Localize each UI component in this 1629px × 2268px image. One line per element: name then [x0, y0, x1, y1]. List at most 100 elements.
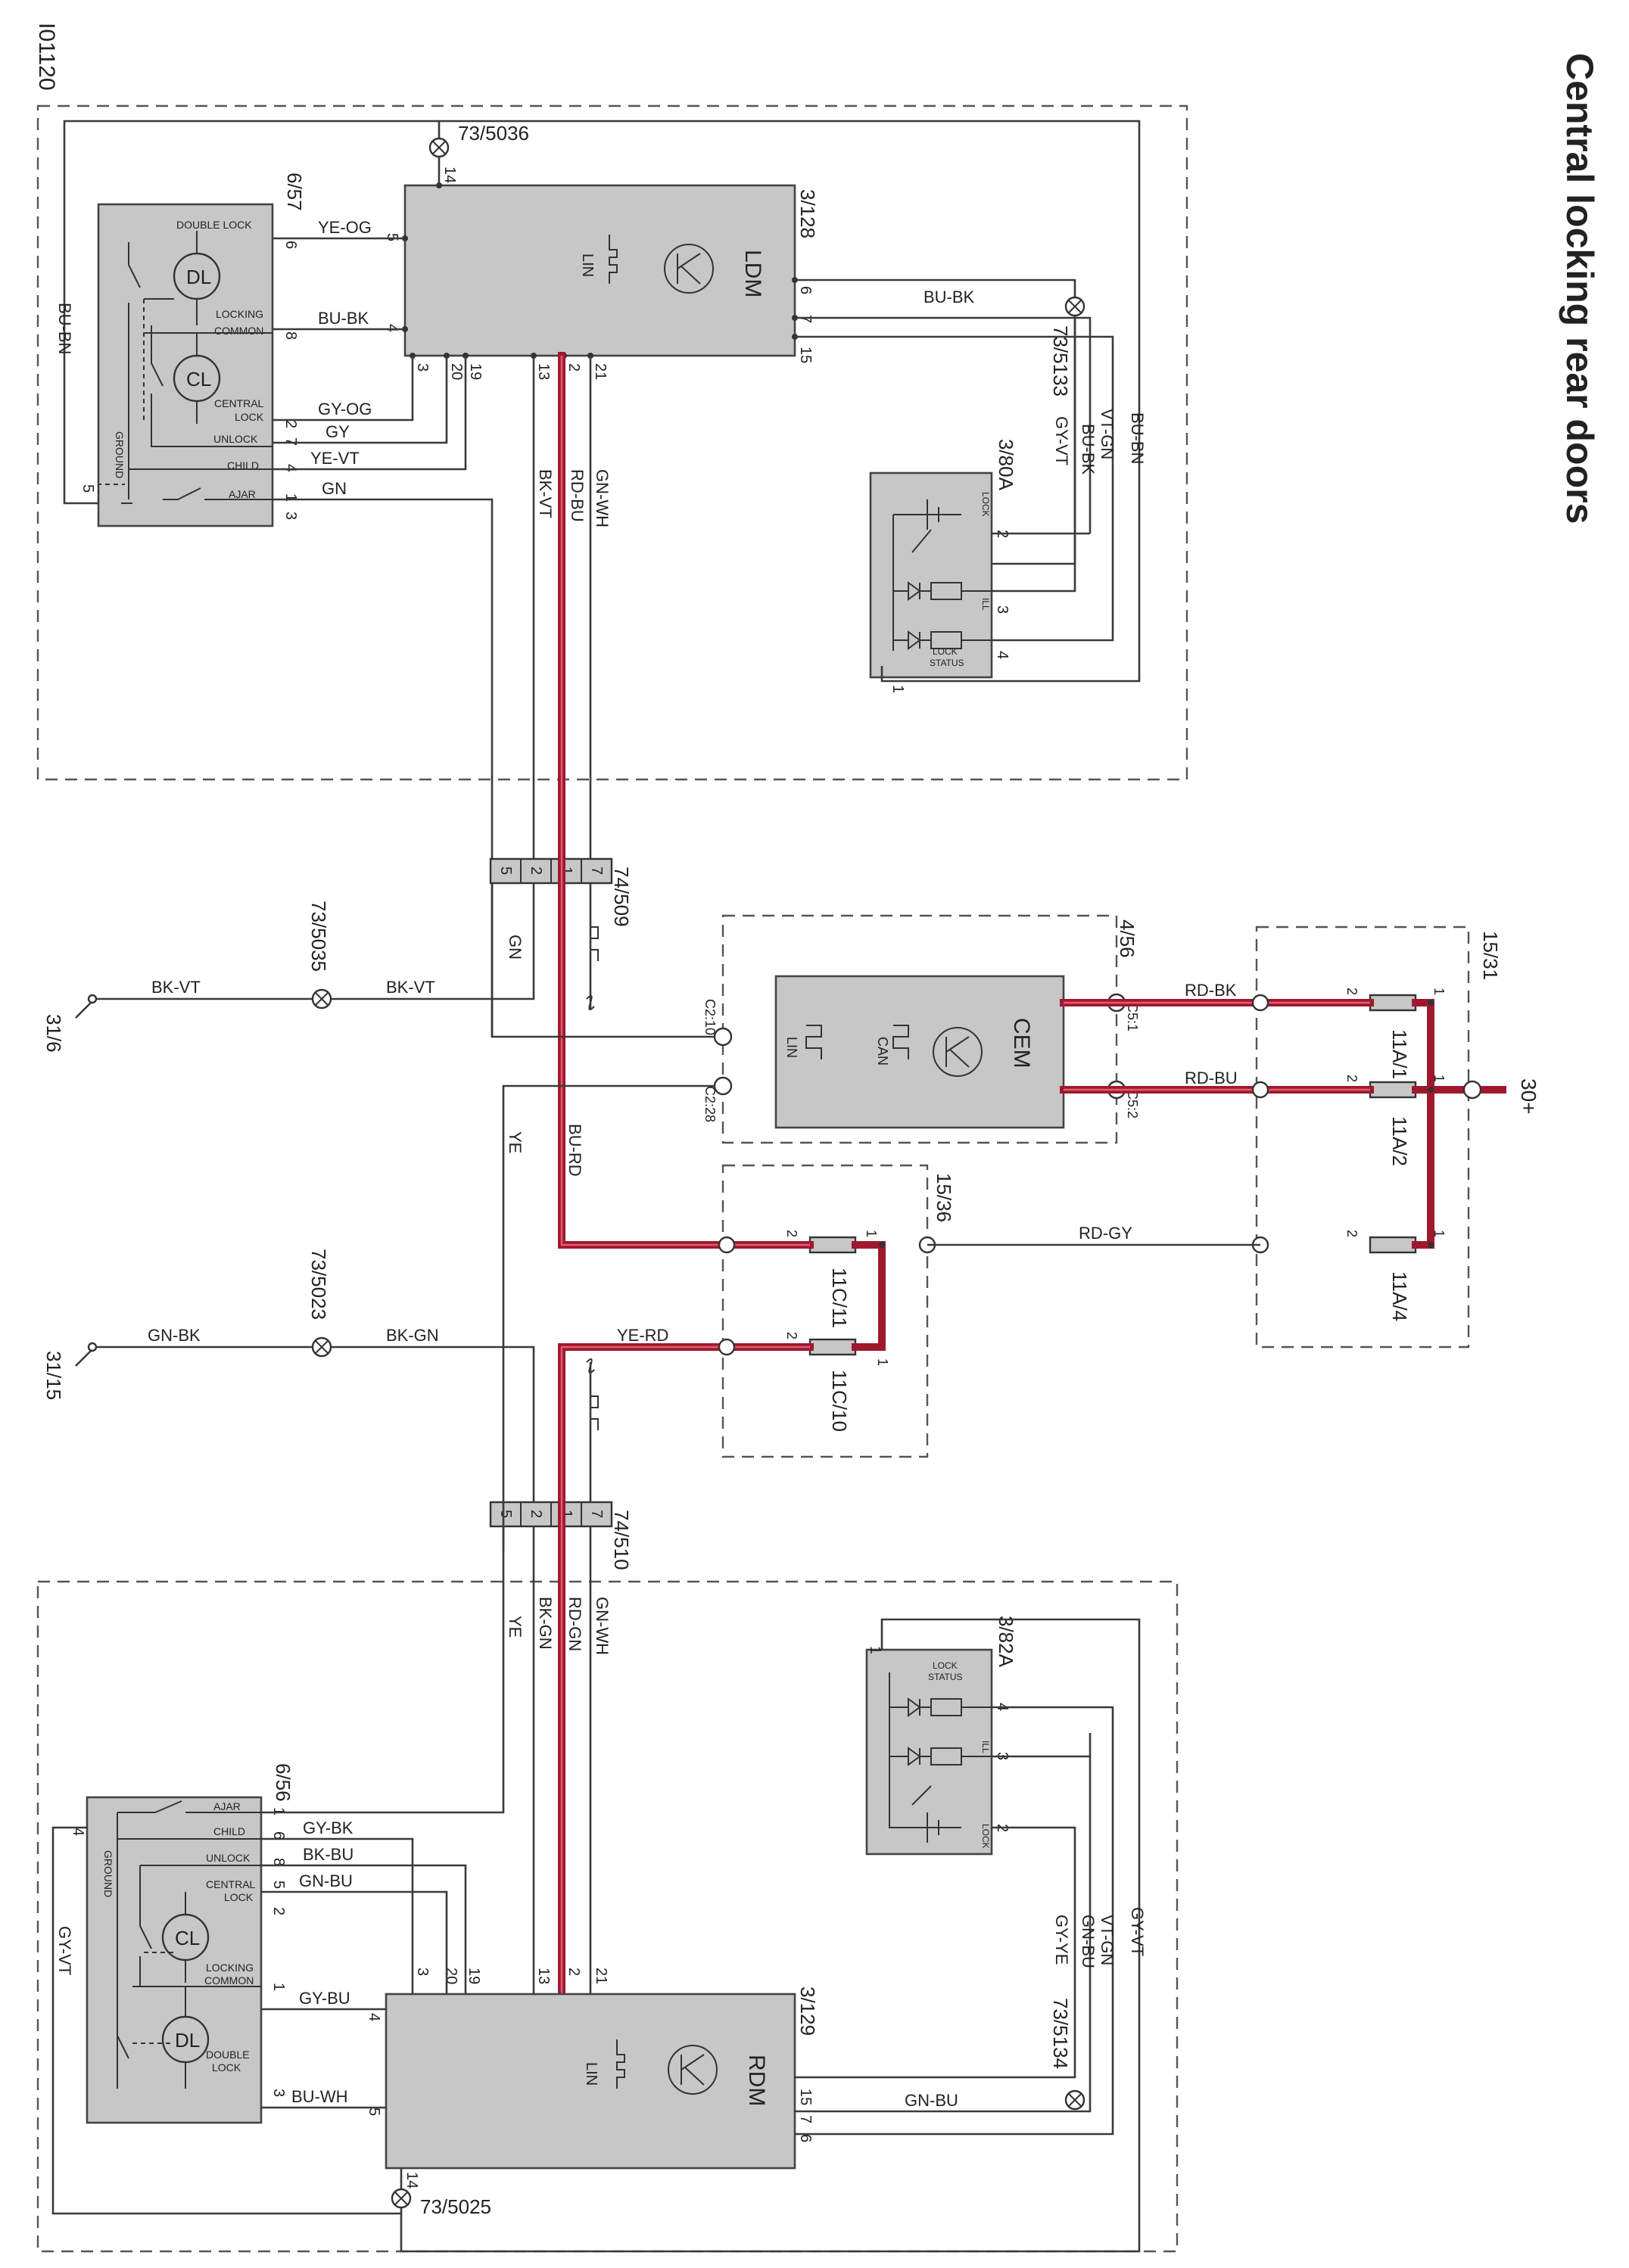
- switch-rear-ref: 3/82A: [995, 1616, 1017, 1668]
- rdm-pins: 3 20 19 13 2 21 4 5 14 15 7 6: [366, 1968, 814, 2189]
- fuse-11c-11: 11C/11 2 1: [784, 1230, 879, 1328]
- svg-text:2: 2: [528, 1510, 544, 1518]
- connector-74-509: 5 2 1 7 74/509: [489, 857, 633, 927]
- fusebox-aux-ref: 15/36: [933, 1173, 955, 1222]
- rdm-module: [385, 1993, 796, 2170]
- cem-processor-icon: [933, 1027, 983, 1077]
- rear-lin-pulse-icon: [590, 1395, 599, 1430]
- svg-text:YE-VT: YE-VT: [310, 449, 360, 468]
- ldm-module: [403, 184, 796, 357]
- svg-text:73/5133: 73/5133: [1049, 325, 1072, 397]
- svg-text:1: 1: [282, 493, 299, 502]
- switch-front-ref: 3/80A: [995, 439, 1017, 491]
- svg-text:2: 2: [270, 1907, 287, 1915]
- svg-text:C5:1: C5:1: [1125, 1003, 1140, 1031]
- lock-front-label-lock: LOCK: [235, 411, 264, 423]
- svg-text:13: 13: [535, 1968, 552, 1984]
- svg-text:GY-VT: GY-VT: [1052, 416, 1071, 465]
- splice-73-5134: 73/5134: [1049, 1998, 1085, 2111]
- svg-text:4: 4: [70, 1828, 86, 1836]
- svg-text:GN: GN: [506, 935, 525, 960]
- svg-text:RD-BU: RD-BU: [568, 469, 587, 522]
- lock-front-cl-motor-icon: CL: [173, 333, 221, 424]
- connector-74-510: 5 2 1 7 74/510: [489, 1501, 633, 1570]
- lock-front-label-unlock: UNLOCK: [213, 433, 258, 445]
- front-wire-labels: YE-OG BU-BK GY-OG GY YE-VT GN BU-BN BU-B…: [55, 218, 1147, 527]
- middle-wires: [75, 883, 1260, 1551]
- fuse-11a-1: 11A/1 2 1: [1344, 988, 1447, 1079]
- svg-text:15: 15: [797, 2089, 814, 2105]
- fusebox-main-frame: [1255, 926, 1470, 1349]
- svg-text:RD-GN: RD-GN: [565, 1597, 584, 1651]
- svg-text:RD-BU: RD-BU: [1185, 1069, 1238, 1087]
- switch-rear-label-lock2: LOCK: [980, 1824, 991, 1849]
- svg-text:VT-GN: VT-GN: [1098, 409, 1117, 459]
- switch-front-label-status: STATUS: [930, 658, 964, 668]
- lock-unit-front-ref: 6/57: [283, 173, 306, 211]
- svg-text:1: 1: [1431, 988, 1447, 995]
- svg-text:1: 1: [875, 1358, 890, 1366]
- svg-text:7: 7: [282, 437, 299, 446]
- svg-text:1: 1: [1431, 1230, 1447, 1237]
- rear-wires: [51, 1526, 1141, 2253]
- lock-front-internal-switches: [91, 242, 273, 504]
- ldm-processor-icon: [664, 244, 714, 294]
- splice-73-5035: 73/5035: [307, 901, 332, 1010]
- svg-text:74/510: 74/510: [610, 1510, 633, 1570]
- fusebox-main-ref: 15/31: [1479, 931, 1502, 980]
- svg-text:1: 1: [889, 685, 906, 693]
- cem-name: CEM: [1009, 1018, 1034, 1069]
- lock-front-label-central: CENTRAL: [214, 397, 264, 409]
- svg-text:5: 5: [366, 2108, 382, 2116]
- svg-text:BK-VT: BK-VT: [386, 978, 435, 997]
- ground-31-15: 31/15: [42, 1342, 98, 1400]
- svg-text:YE-RD: YE-RD: [617, 1326, 668, 1345]
- ldm-pins: 14 5 4 3 20 19 13 2 21 6 7 15: [384, 166, 814, 380]
- svg-text:VT-GN: VT-GN: [1098, 1915, 1117, 1965]
- fuse-11c-10: 11C/10 2 1: [784, 1332, 890, 1432]
- cem-module: [774, 975, 1065, 1129]
- svg-text:BK-GN: BK-GN: [386, 1326, 439, 1345]
- cem-pins: C2:10 C2:28 C5:1 C5:2: [702, 999, 1140, 1122]
- svg-text:74/509: 74/509: [610, 866, 633, 927]
- fusebox-aux-frame: [721, 1164, 929, 1458]
- svg-text:11A/4: 11A/4: [1388, 1271, 1411, 1321]
- svg-text:1: 1: [867, 1646, 883, 1654]
- svg-text:2: 2: [565, 363, 582, 372]
- lock-rear-label-ground: GROUND: [102, 1850, 114, 1897]
- svg-text:14: 14: [441, 166, 458, 183]
- svg-text:YE: YE: [506, 1131, 525, 1153]
- svg-text:BU-BK: BU-BK: [1079, 424, 1098, 475]
- svg-text:C2:10: C2:10: [702, 999, 718, 1035]
- svg-text:6: 6: [282, 241, 299, 249]
- svg-text:2: 2: [1344, 988, 1360, 995]
- svg-text:BU-BK: BU-BK: [924, 288, 975, 306]
- svg-text:GN-BU: GN-BU: [1079, 1915, 1098, 1968]
- svg-text:13: 13: [535, 363, 552, 380]
- svg-text:11C/11: 11C/11: [828, 1268, 851, 1328]
- svg-text:11A/1: 11A/1: [1388, 1029, 1411, 1079]
- svg-text:5: 5: [270, 1881, 287, 1889]
- rear-wire-labels: GY-BK BK-BU GN-BU GY-BU BU-WH GY-VT YE B…: [55, 1597, 1147, 2110]
- svg-text:19: 19: [467, 363, 484, 380]
- svg-text:BK-GN: BK-GN: [536, 1597, 555, 1650]
- switch-rear-label-lock: LOCK: [933, 1660, 958, 1671]
- svg-text:31/15: 31/15: [42, 1351, 65, 1400]
- svg-text:31/6: 31/6: [42, 1014, 65, 1053]
- rdm-bus: LIN: [583, 2062, 600, 2086]
- lock-rear-label-common: COMMON: [204, 1974, 254, 1986]
- lock-front-label-double-lock: DOUBLE LOCK: [176, 219, 252, 231]
- svg-text:BU-BK: BU-BK: [318, 309, 369, 328]
- svg-text:BK-VT: BK-VT: [151, 978, 201, 997]
- lock-unit-rear-ref: 6/56: [272, 1763, 294, 1802]
- svg-text:6: 6: [797, 286, 814, 294]
- lock-front-pins: 6 8 2 7 4 1 3 5: [79, 241, 299, 520]
- svg-text:14: 14: [403, 2172, 420, 2189]
- svg-text:20: 20: [448, 363, 465, 380]
- switch-rear-label-status: STATUS: [928, 1672, 963, 1682]
- lock-rear-dl-motor-icon: DL: [161, 1986, 210, 2089]
- ldm-bus: LIN: [579, 254, 596, 277]
- svg-text:GN: GN: [322, 479, 347, 498]
- svg-text:6: 6: [797, 2134, 814, 2142]
